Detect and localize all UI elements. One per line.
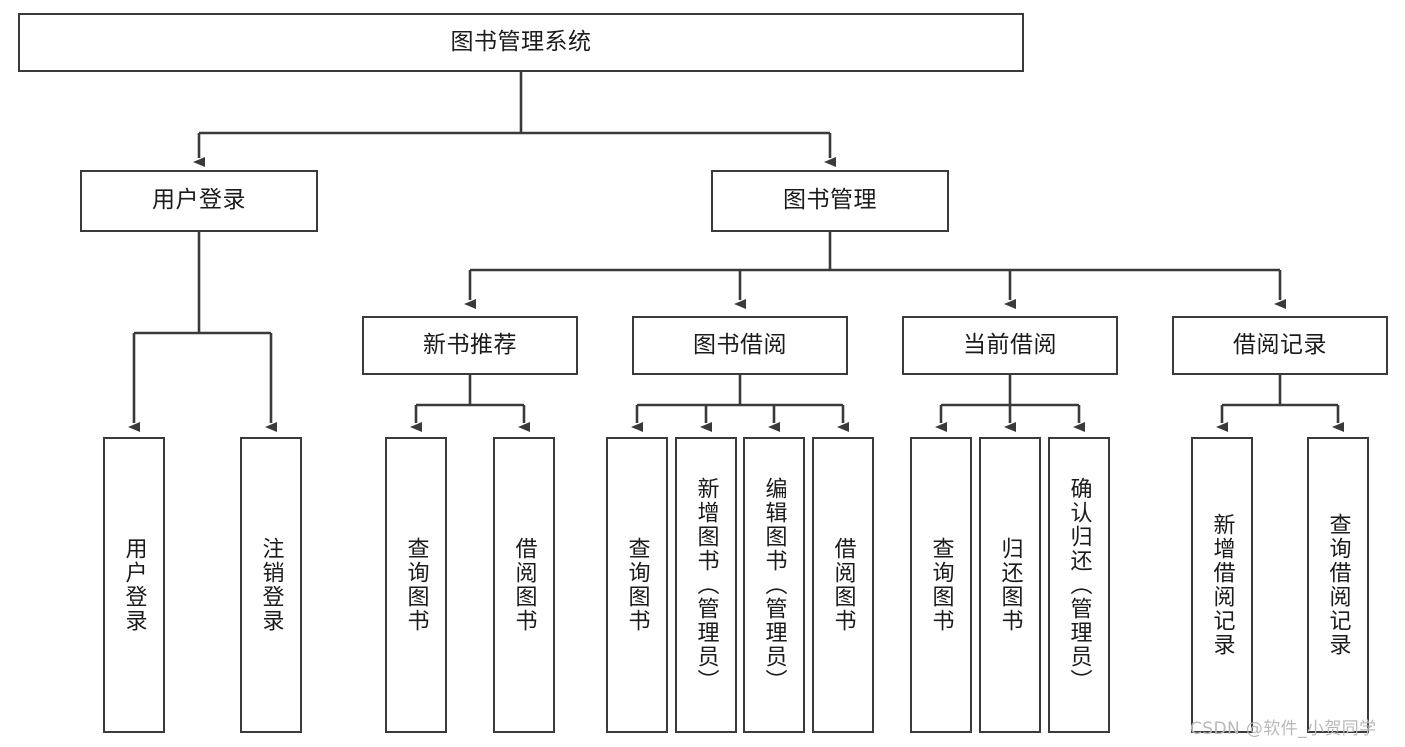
node-new-book-recommend[interactable]: 新书推荐 xyxy=(362,316,578,375)
node-new-book-recommend-label: 新书推荐 xyxy=(423,331,517,358)
leaf-add-book-admin-label: 新增图书（管理员） xyxy=(693,477,719,693)
leaf-user-login-label: 用户登录 xyxy=(121,537,147,633)
node-book-management-label: 图书管理 xyxy=(783,187,877,214)
csdn-watermark: CSDN @软件_小贺同学 xyxy=(1190,719,1377,739)
leaf-query-book-current[interactable]: 查询图书 xyxy=(910,437,972,733)
leaf-borrow-book-recommend[interactable]: 借阅图书 xyxy=(493,437,555,733)
leaf-query-book-borrow[interactable]: 查询图书 xyxy=(606,437,668,733)
node-root[interactable]: 图书管理系统 xyxy=(18,13,1024,72)
node-borrow-record-label: 借阅记录 xyxy=(1233,331,1327,358)
leaf-logout[interactable]: 注销登录 xyxy=(240,437,302,733)
leaf-add-book-admin[interactable]: 新增图书（管理员） xyxy=(675,437,737,733)
leaf-query-borrow-record[interactable]: 查询借阅记录 xyxy=(1307,437,1369,733)
leaf-confirm-return-admin-label: 确认归还（管理员） xyxy=(1066,477,1092,693)
leaf-query-book-recommend-label: 查询图书 xyxy=(403,537,429,633)
leaf-confirm-return-admin[interactable]: 确认归还（管理员） xyxy=(1048,437,1110,733)
leaf-return-book-label: 归还图书 xyxy=(997,537,1023,633)
leaf-add-borrow-record[interactable]: 新增借阅记录 xyxy=(1191,437,1253,733)
leaf-edit-book-admin[interactable]: 编辑图书（管理员） xyxy=(743,437,805,733)
node-book-borrow[interactable]: 图书借阅 xyxy=(632,316,848,375)
leaf-borrow-book[interactable]: 借阅图书 xyxy=(812,437,874,733)
leaf-return-book[interactable]: 归还图书 xyxy=(979,437,1041,733)
node-root-label: 图书管理系统 xyxy=(450,28,592,55)
node-book-borrow-label: 图书借阅 xyxy=(693,331,787,358)
leaf-query-book-recommend[interactable]: 查询图书 xyxy=(385,437,447,733)
leaf-add-borrow-record-label: 新增借阅记录 xyxy=(1209,513,1235,657)
leaf-query-book-current-label: 查询图书 xyxy=(928,537,954,633)
leaf-borrow-book-recommend-label: 借阅图书 xyxy=(511,537,537,633)
leaf-query-borrow-record-label: 查询借阅记录 xyxy=(1325,513,1351,657)
node-book-management[interactable]: 图书管理 xyxy=(711,170,949,232)
leaf-edit-book-admin-label: 编辑图书（管理员） xyxy=(761,477,787,693)
node-borrow-record[interactable]: 借阅记录 xyxy=(1172,316,1388,375)
leaf-borrow-book-label: 借阅图书 xyxy=(830,537,856,633)
leaf-logout-label: 注销登录 xyxy=(258,537,284,633)
leaf-user-login[interactable]: 用户登录 xyxy=(103,437,165,733)
node-user-login-label: 用户登录 xyxy=(152,187,246,214)
leaf-query-book-borrow-label: 查询图书 xyxy=(624,537,650,633)
node-current-borrow[interactable]: 当前借阅 xyxy=(902,316,1118,375)
node-current-borrow-label: 当前借阅 xyxy=(963,331,1057,358)
node-user-login[interactable]: 用户登录 xyxy=(80,170,318,232)
